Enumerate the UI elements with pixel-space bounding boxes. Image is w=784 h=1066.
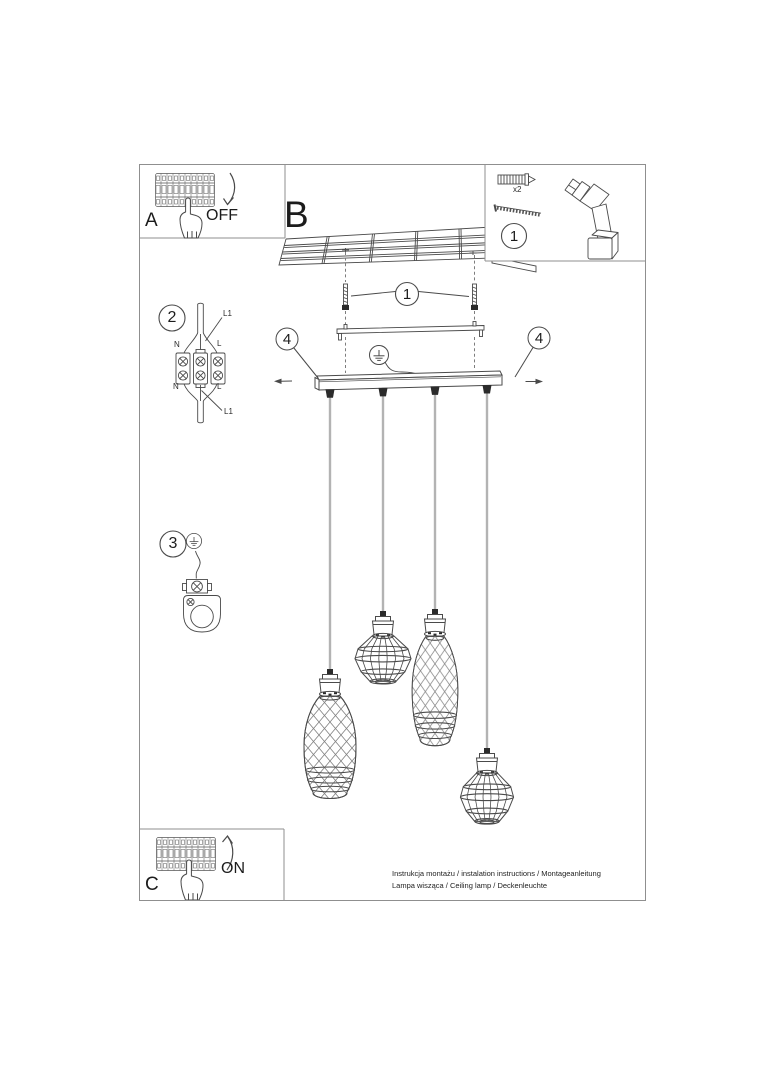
callout-1-circle <box>394 281 420 307</box>
screw-icon <box>493 204 542 217</box>
box-a <box>140 165 286 239</box>
box-kit <box>484 165 645 262</box>
callout-2: 2 <box>167 309 177 326</box>
ceiling-planks <box>278 226 537 273</box>
off-label: OFF <box>206 207 238 224</box>
screw-quantity-label: x2 <box>513 185 522 194</box>
footer-text: Instrukcja montażu / instalation instruc… <box>392 868 642 893</box>
step-a-label: A <box>145 210 158 231</box>
mounting-strip <box>336 321 485 341</box>
callout-4-left: 4 <box>282 331 292 348</box>
callout-4-right: 4 <box>534 330 544 347</box>
callout-4-right-circle <box>527 326 551 350</box>
curved-arrow-up-icon <box>222 834 234 871</box>
kit-number-circle <box>500 222 528 250</box>
on-label: ON <box>221 860 245 877</box>
curved-arrow-down-icon <box>223 172 236 206</box>
wire-label-l1-bottom: L1 <box>224 407 233 416</box>
footer-line-2: Lampa wisząca / Ceiling lamp / Deckenleu… <box>392 881 548 891</box>
box-c <box>140 828 285 900</box>
wire-label-n-bottom: N <box>173 382 179 391</box>
callout-1: 1 <box>402 286 412 303</box>
step-c-label: C <box>145 874 159 895</box>
callout-3-circle <box>159 530 187 558</box>
callout-2-circle <box>158 304 186 332</box>
strain-relief-diagram <box>159 530 221 633</box>
pendant-lamp-1 <box>303 668 357 799</box>
mounting-screws <box>342 252 478 373</box>
callout-3: 3 <box>168 535 178 552</box>
breaker-panel-icon <box>156 837 216 871</box>
earth-ground-symbol <box>369 345 421 376</box>
slide-arrows <box>274 378 543 385</box>
wire-label-l-top: L <box>217 339 222 348</box>
callout-4-left-circle <box>275 327 299 351</box>
pendant-lamp-2 <box>354 610 412 685</box>
pendant-lamp-4 <box>459 747 515 825</box>
footer-line-1: Instrukcja montażu / instalation instruc… <box>392 869 601 878</box>
wire-label-l-bottom: L <box>217 382 222 391</box>
cordless-drill-icon <box>564 178 619 260</box>
kit-number: 1 <box>509 228 519 245</box>
wall-anchor-icon <box>497 173 536 186</box>
cable-glands <box>325 385 492 398</box>
diagram-frame: A OFF B x2 1 1 2 3 4 4 L1 N L N L L1 C O… <box>139 164 646 901</box>
step-b-label: B <box>284 194 309 235</box>
wiring-diagram <box>158 302 226 424</box>
main-illustration <box>140 165 645 900</box>
pendant-lamp-3 <box>411 608 459 747</box>
wire-label-n-top: N <box>174 340 180 349</box>
wire-label-l1-top: L1 <box>223 309 232 318</box>
terminal-screws <box>177 356 224 381</box>
canopy <box>274 326 551 391</box>
pendant-cords <box>325 385 492 749</box>
breaker-panel-icon <box>155 173 215 207</box>
